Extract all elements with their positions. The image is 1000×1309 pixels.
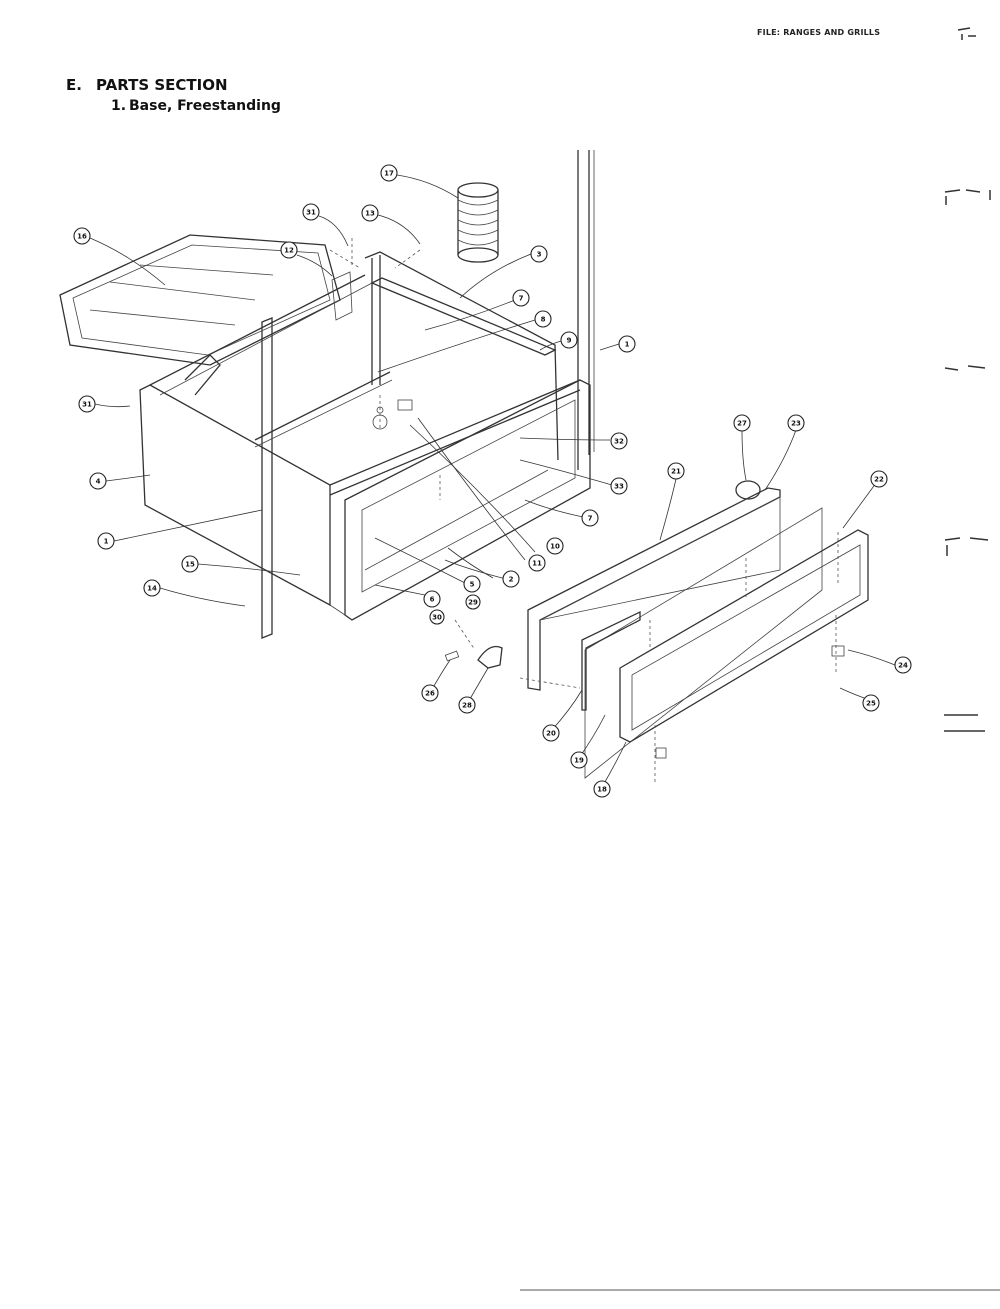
callout-22: 22 [870, 470, 888, 488]
leader-lines [89, 174, 896, 788]
callout-14: 14 [143, 579, 161, 597]
callout-21: 21 [667, 462, 685, 480]
knob-part [735, 480, 761, 500]
svg-text:26: 26 [425, 690, 435, 698]
svg-text:31: 31 [82, 401, 92, 409]
callout-20: 20 [542, 724, 560, 742]
section-title: PARTS SECTION [96, 76, 228, 94]
callout-2: 2 [502, 570, 520, 588]
corner-post-right [577, 150, 595, 470]
svg-text:17: 17 [384, 170, 394, 178]
callout-10: 10 [546, 537, 564, 555]
callout-17: 17 [380, 164, 398, 182]
svg-text:16: 16 [77, 233, 87, 241]
callout-3: 3 [530, 245, 548, 263]
top-tray-frame [59, 234, 341, 396]
door-gasket [581, 610, 641, 711]
callout-4: 4 [89, 472, 107, 490]
svg-text:7: 7 [519, 295, 524, 303]
svg-text:13: 13 [365, 210, 375, 218]
svg-text:2: 2 [509, 576, 514, 584]
callout-19: 19 [570, 751, 588, 769]
subsection-heading: 1.Base, Freestanding [111, 98, 281, 114]
svg-text:12: 12 [284, 247, 294, 255]
assembly-lines [329, 238, 839, 782]
callout-1-right: 1 [618, 335, 636, 353]
svg-text:24: 24 [898, 662, 908, 670]
callout-31-left: 31 [78, 395, 96, 413]
callout-29: 29 [465, 594, 481, 610]
svg-text:1: 1 [104, 538, 109, 546]
svg-text:4: 4 [96, 478, 101, 486]
svg-text:8: 8 [541, 316, 546, 324]
svg-text:23: 23 [791, 420, 801, 428]
corner-post-left [261, 317, 273, 639]
callout-7-top: 7 [512, 289, 530, 307]
callout-8: 8 [534, 310, 552, 328]
svg-text:28: 28 [462, 702, 472, 710]
svg-text:5: 5 [470, 581, 475, 589]
callout-13: 13 [361, 204, 379, 222]
callout-18: 18 [593, 780, 611, 798]
svg-text:10: 10 [550, 543, 560, 551]
svg-text:3: 3 [537, 251, 542, 259]
callout-33: 33 [610, 477, 628, 495]
hinge-bracket [655, 747, 667, 759]
svg-text:22: 22 [874, 476, 884, 484]
svg-text:30: 30 [432, 614, 442, 622]
svg-text:1: 1 [625, 341, 630, 349]
callout-6: 6 [423, 590, 441, 608]
callout-12: 12 [280, 241, 298, 259]
subsection-number: 1. [111, 98, 127, 114]
callout-30: 30 [429, 609, 445, 625]
callout-24: 24 [894, 656, 912, 674]
callout-7-bottom: 7 [581, 509, 599, 527]
callout-16: 16 [73, 227, 91, 245]
door-outer-frame [619, 529, 869, 743]
svg-text:33: 33 [614, 483, 624, 491]
callout-28: 28 [458, 696, 476, 714]
svg-text:21: 21 [671, 468, 681, 476]
svg-text:11: 11 [532, 560, 542, 568]
section-heading: E. PARTS SECTION [66, 76, 228, 94]
svg-text:27: 27 [737, 420, 747, 428]
callout-23-right: 23 [787, 414, 805, 432]
callout-5: 5 [463, 575, 481, 593]
svg-text:7: 7 [588, 515, 593, 523]
callout-26: 26 [421, 684, 439, 702]
base-cabinet [139, 251, 591, 621]
subsection-title: Base, Freestanding [129, 98, 281, 114]
svg-text:31: 31 [306, 209, 316, 217]
latch-part [831, 645, 845, 657]
svg-text:32: 32 [614, 438, 624, 446]
svg-text:14: 14 [147, 585, 157, 593]
callout-9: 9 [560, 331, 578, 349]
svg-text:18: 18 [597, 786, 607, 794]
callout-31-top: 31 [302, 203, 320, 221]
door-inner-panel [527, 487, 781, 691]
callout-32: 32 [610, 432, 628, 450]
callout-11: 11 [528, 554, 546, 572]
vent-duct [457, 182, 499, 263]
svg-text:20: 20 [546, 730, 556, 738]
svg-text:25: 25 [866, 700, 876, 708]
svg-text:29: 29 [468, 599, 478, 607]
svg-text:19: 19 [574, 757, 584, 765]
callout-15: 15 [181, 555, 199, 573]
file-label: FILE: RANGES AND GRILLS [757, 28, 881, 37]
callout-27: 27 [733, 414, 751, 432]
callout-1-left: 1 [97, 532, 115, 550]
callout-25: 25 [862, 694, 880, 712]
door-glass [584, 507, 823, 779]
section-letter: E. [66, 76, 82, 94]
svg-text:15: 15 [185, 561, 195, 569]
margin-marks [944, 27, 991, 732]
svg-text:9: 9 [567, 337, 572, 345]
svg-text:6: 6 [430, 596, 435, 604]
hinge-parts [444, 645, 503, 669]
